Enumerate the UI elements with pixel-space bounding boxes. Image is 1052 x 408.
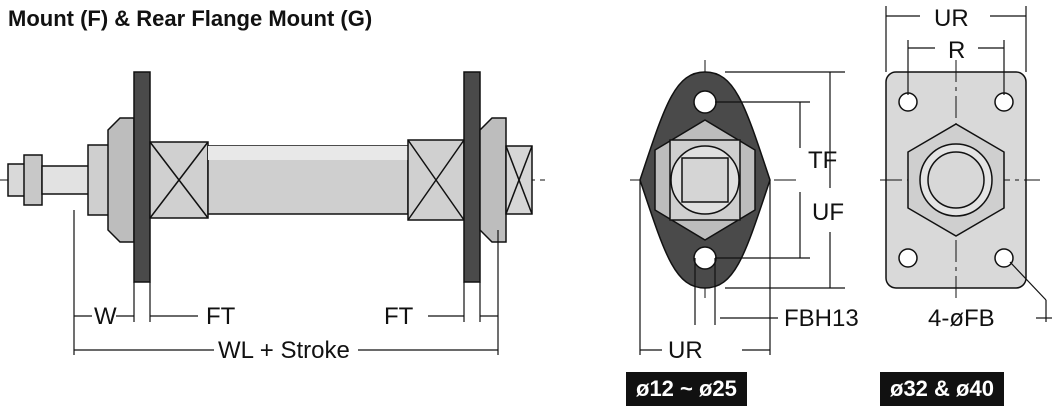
label-ur-top: UR (934, 5, 969, 32)
side-view-dimensions (73, 210, 499, 355)
square-flange-view (880, 60, 1040, 300)
label-tf: TF (808, 147, 837, 174)
oval-flange-view (630, 60, 800, 300)
label-fbh13: FBH13 (784, 305, 859, 332)
diagram-title: Mount (F) & Rear Flange Mount (G) (8, 6, 373, 31)
square-flange-dimensions (885, 6, 1052, 322)
label-ft-left: FT (206, 303, 236, 330)
label-fb: 4-øFB (928, 305, 995, 332)
badge-small-bore: ø12 ~ ø25 (626, 372, 747, 406)
label-ur-bottom: UR (668, 337, 703, 364)
cylinder-side-view (0, 71, 545, 283)
badge-large-bore: ø32 & ø40 (880, 372, 1004, 406)
label-r: R (948, 37, 965, 64)
label-uf: UF (812, 199, 844, 226)
label-w: W (94, 303, 117, 330)
oval-flange-dimensions (639, 71, 845, 355)
label-wl-stroke: WL + Stroke (218, 337, 350, 364)
label-ft-right: FT (384, 303, 414, 330)
